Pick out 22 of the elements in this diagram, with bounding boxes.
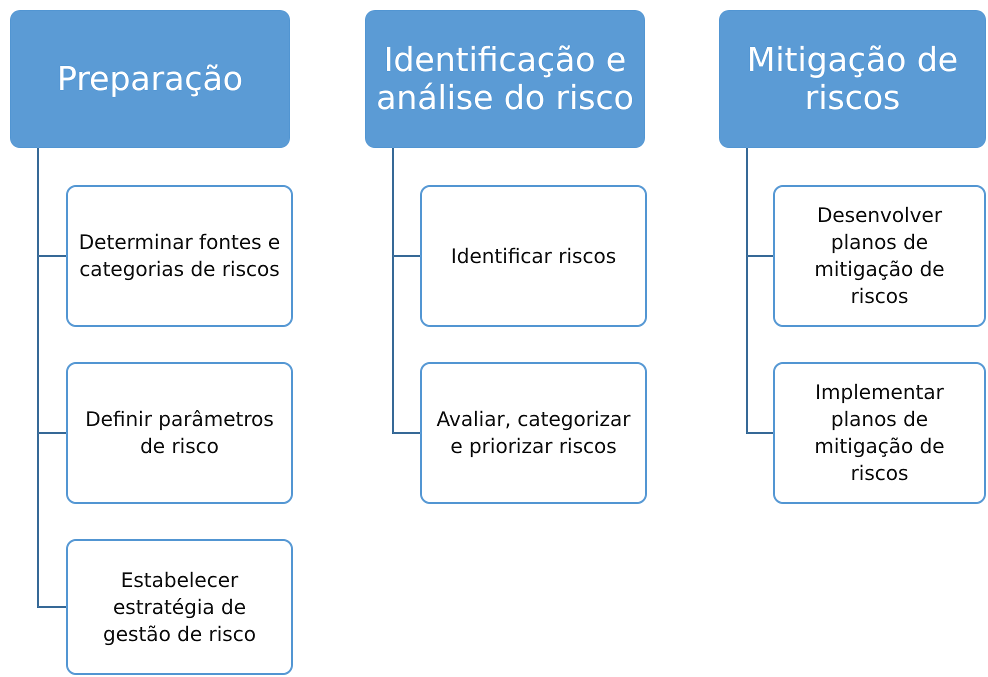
node-text: Desenvolver planos de mitigação de riscos [813, 202, 946, 310]
node-text: Definir parâmetros de risco [84, 406, 275, 460]
node-text: Identificação e análise do risco [375, 41, 635, 117]
node-text: Implementar planos de mitigação de riscos [813, 379, 946, 487]
category-header [10, 10, 290, 148]
node-text: Identificar riscos [450, 242, 616, 270]
task-box [420, 185, 647, 327]
task-box [66, 362, 293, 504]
task-box [420, 362, 647, 504]
node-text: Determinar fontes e categorias de riscos [78, 229, 282, 283]
task-box [773, 362, 986, 504]
connector-line [746, 148, 773, 434]
node-text: Avaliar, categorizar e priorizar riscos [436, 406, 632, 460]
node-text: Mitigação de riscos [746, 41, 960, 117]
category-header [365, 10, 645, 148]
task-box [773, 185, 986, 327]
node-text: Preparação [57, 60, 243, 98]
task-box [66, 539, 293, 675]
node-text: Estabelecer estratégia de gestão de risco [102, 566, 257, 648]
task-box [66, 185, 293, 327]
connector-line [392, 148, 420, 434]
category-header [719, 10, 986, 148]
